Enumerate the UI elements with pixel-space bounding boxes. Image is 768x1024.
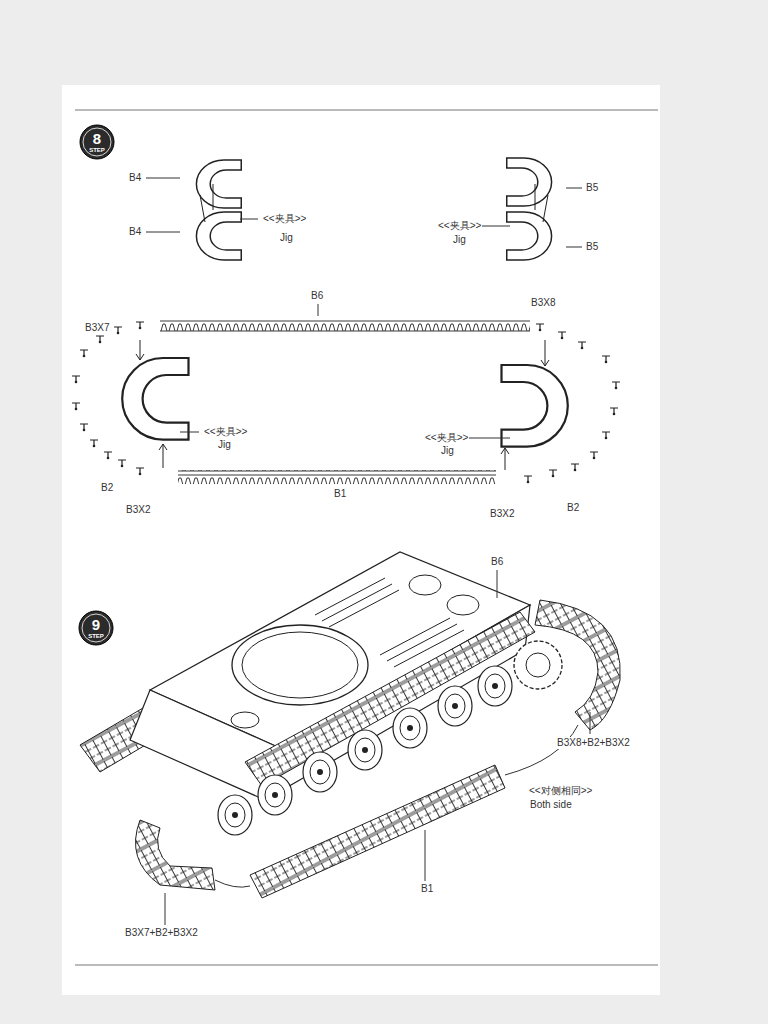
step-number: 8 (93, 131, 101, 146)
note-label: <<夹具>> (203, 426, 248, 438)
note-label: <<夹具>> (424, 432, 469, 444)
note-label: Jig (279, 232, 294, 244)
note-label: Jig (452, 234, 467, 246)
part-number: B3X7 (84, 322, 110, 334)
part-number: B4 (128, 226, 142, 238)
step-number: 9 (92, 617, 100, 632)
note-label: <<夹具>> (437, 220, 482, 232)
part-number: Both side (529, 799, 573, 811)
part-number: B5 (585, 182, 599, 194)
part-number: B3X8+B2+B3X2 (556, 737, 631, 749)
part-number: B6 (490, 556, 504, 568)
part-number: B3X2 (489, 508, 515, 520)
part-number: B3X2 (125, 504, 151, 516)
step-word: STEP (88, 633, 104, 639)
note-label: Jig (217, 439, 232, 451)
part-number: B2 (566, 502, 580, 514)
step-badge: 8STEP (79, 124, 115, 160)
part-number: B3X7+B2+B3X2 (124, 927, 199, 939)
note-label: Jig (440, 445, 455, 457)
part-number: B5 (585, 241, 599, 253)
part-number: B1 (333, 488, 347, 500)
note-label: <<对侧相同>> (528, 785, 593, 797)
part-number: B3X8 (530, 297, 556, 309)
note-label: <<夹具>> (262, 213, 307, 225)
part-number: B2 (100, 482, 114, 494)
part-number: B1 (420, 883, 434, 895)
part-number: B6 (310, 290, 324, 302)
step-word: STEP (89, 147, 105, 153)
step-badge: 9STEP (78, 610, 114, 646)
part-number: B4 (128, 172, 142, 184)
